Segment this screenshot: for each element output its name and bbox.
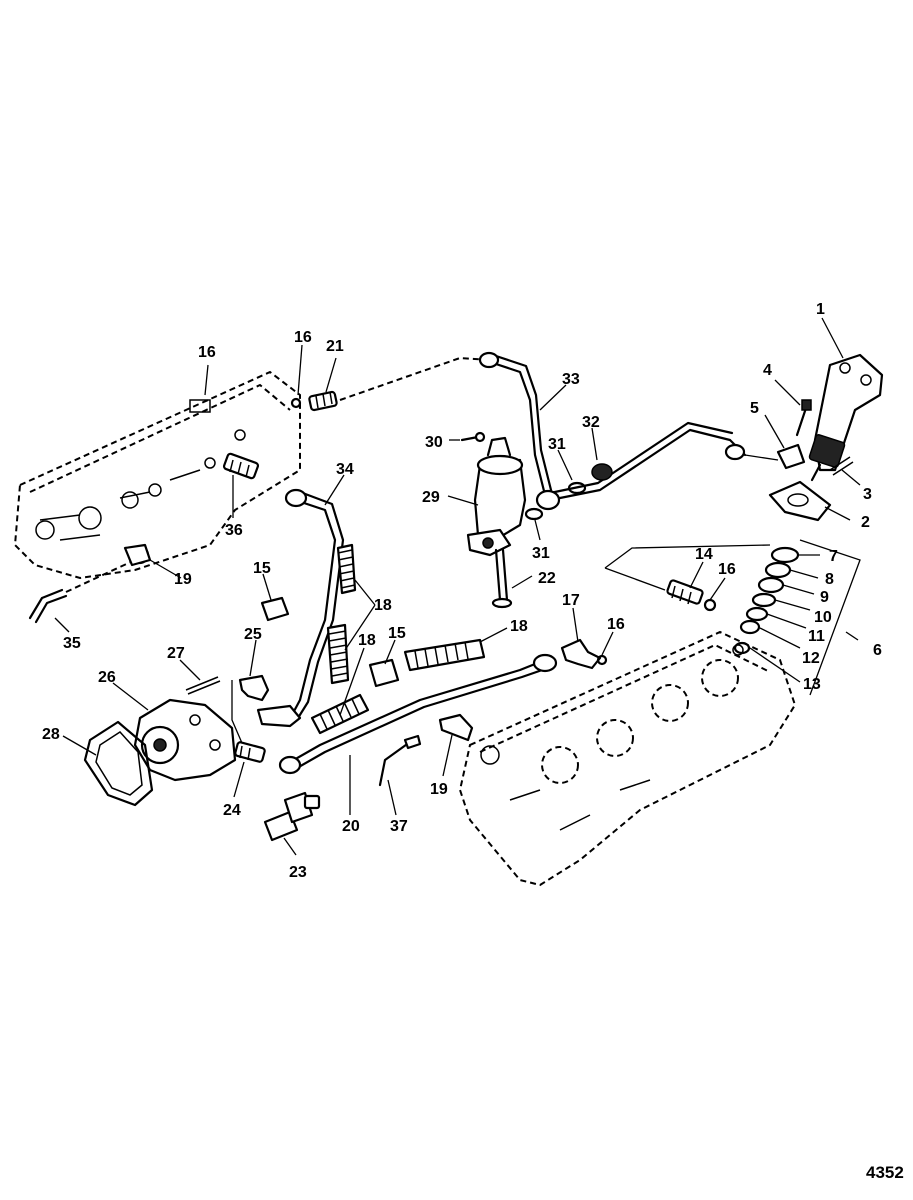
clamp-15-right [368,658,400,688]
callout-10: 10 [814,609,832,626]
callout-16-c: 16 [718,561,736,578]
callout-32: 32 [582,414,600,431]
hose-34 [256,488,345,728]
o-ring-31a [567,481,587,495]
callout-24: 24 [223,802,241,819]
injector-adapter [768,480,832,522]
pump-gasket [83,720,154,807]
callout-30: 30 [425,434,443,451]
callout-35: 35 [63,635,81,652]
fuel-line-to-injector [535,421,747,511]
o-ring-stack [733,546,800,655]
fitting-32 [591,463,613,481]
callout-9: 9 [820,589,829,606]
callout-33: 33 [562,371,580,388]
callout-17: 17 [562,592,580,609]
callout-16-d: 16 [607,616,625,633]
clamp-15-left [260,596,290,622]
callout-25: 25 [244,626,262,643]
callout-15-b: 15 [388,625,406,642]
callout-6: 6 [873,642,882,659]
o-ring-16-top [290,397,302,409]
callout-1: 1 [816,301,825,318]
hold-down-clamp [776,443,806,470]
callout-4: 4 [763,362,772,379]
fitting-21 [308,390,338,412]
figure-number: 4352 [866,1163,904,1182]
callout-28: 28 [42,726,60,743]
callout-22: 22 [538,570,556,587]
leader-lines [54,317,861,856]
callout-31-b: 31 [532,545,550,562]
right-cylinder-head [458,630,797,887]
line-35 [28,559,136,624]
fuel-injector [808,353,884,482]
bolt-4 [795,399,812,437]
callout-13: 13 [803,676,821,693]
callout-19-a: 19 [174,571,192,588]
fitting-24 [234,741,266,763]
fuel-line-33 [339,351,553,497]
callout-3: 3 [863,486,872,503]
callout-19-b: 19 [430,781,448,798]
callout-34: 34 [336,461,354,478]
hose-18-corrugated-upper [336,543,357,595]
callout-26: 26 [98,669,116,686]
callout-31-a: 31 [548,436,566,453]
o-ring-31b [524,507,544,521]
callout-5: 5 [750,400,759,417]
callout-18-b: 18 [358,632,376,649]
callout-16-a: 16 [198,344,216,361]
elbow-fitting-25 [238,674,270,702]
callout-16-b: 16 [294,329,312,346]
callout-15-a: 15 [253,560,271,577]
elbow-fitting-19-left [123,543,152,567]
elbow-fitting-17 [560,638,602,670]
callout-27: 27 [167,645,185,662]
elbow-fitting-19-right [438,713,474,742]
callout-2: 2 [861,514,870,531]
callout-21: 21 [326,338,344,355]
hose-18-corrugated-right [403,638,486,672]
callout-labels: 1 4 5 3 2 7 8 9 10 11 12 13 6 16 16 21 3… [42,301,882,881]
fuel-line-20 [278,653,558,775]
hose-18-corrugated-lower [326,623,350,685]
callout-18-c: 18 [510,618,528,635]
screw-3 [829,456,854,476]
o-ring-16-17 [596,654,608,666]
callout-20: 20 [342,818,360,835]
fuel-pump [133,698,237,782]
line-37 [378,740,412,787]
callout-7: 7 [829,548,838,565]
callout-11: 11 [808,628,825,645]
sensor-23 [263,791,321,842]
callout-36: 36 [225,522,243,539]
fitting-36 [222,452,260,480]
callout-23: 23 [289,864,307,881]
bolt-22 [491,548,513,609]
callout-8: 8 [825,571,834,588]
bracket-6 [799,539,861,696]
callout-12: 12 [802,650,820,667]
callout-18-a: 18 [374,597,392,614]
callout-14: 14 [695,546,713,563]
callout-29: 29 [422,489,440,506]
left-cylinder-head [13,370,301,580]
callout-37: 37 [390,818,408,835]
o-ring-16-14 [703,598,717,612]
fuel-filter [466,436,527,557]
screw-27 [185,676,221,695]
fitting-14 [666,579,704,605]
